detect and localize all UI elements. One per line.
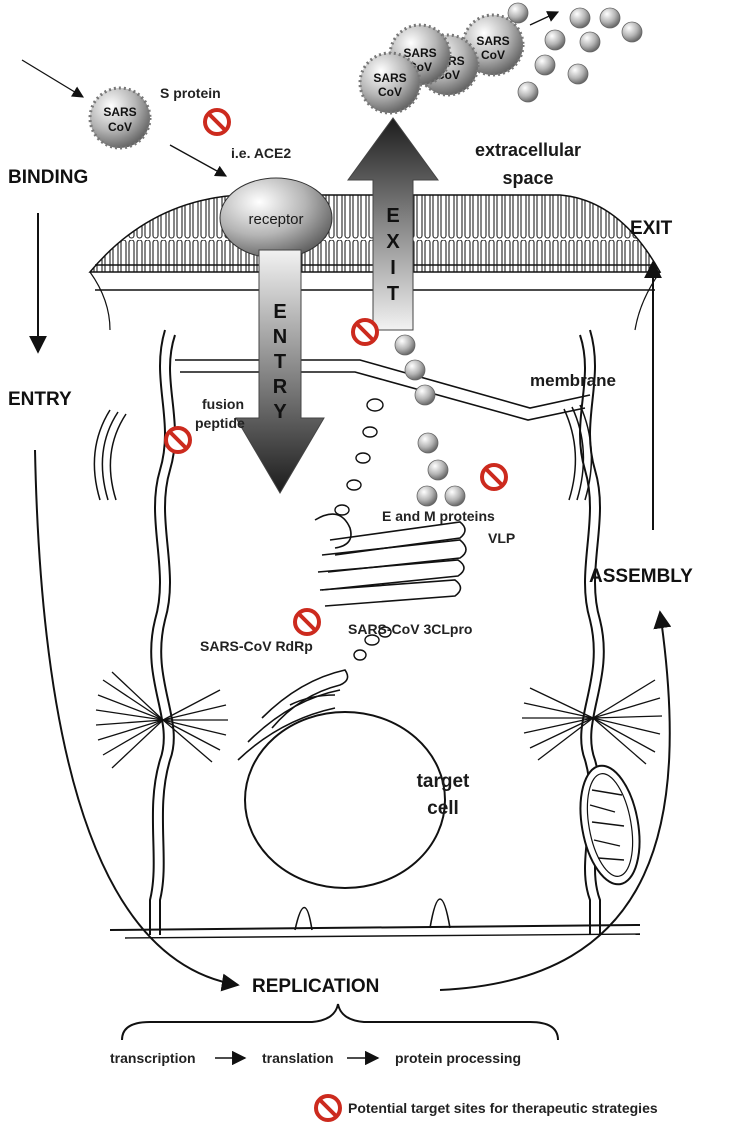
stage-assembly: ASSEMBLY <box>589 566 693 587</box>
stage-exit: EXIT <box>630 218 673 239</box>
no-symbol-icon <box>480 463 508 491</box>
target-cell-label: target <box>417 771 470 792</box>
em-proteins-label: E and M proteins <box>382 508 495 524</box>
no-symbol-icon <box>203 108 231 136</box>
released-particles <box>507 2 643 103</box>
stage-binding: BINDING <box>8 167 88 188</box>
receptor-label: receptor <box>248 211 303 228</box>
incoming-arrow <box>21 59 85 98</box>
junction-right <box>522 679 663 765</box>
legend-text: Potential target sites for therapeutic s… <box>348 1100 658 1116</box>
entry-letter: N <box>273 326 287 348</box>
rdrp-label: SARS-CoV RdRp <box>200 638 313 654</box>
s-protein-label: S protein <box>160 85 221 101</box>
entry-letter: T <box>274 351 286 373</box>
golgi-stack <box>314 513 467 607</box>
virion-label: SARS <box>373 71 406 85</box>
binding-arrow <box>169 144 228 177</box>
3clpro-label: SARS-CoV 3CLpro <box>348 621 472 637</box>
exit-letter: I <box>390 257 396 279</box>
entry-letter: E <box>273 301 286 323</box>
step-protein-processing: protein processing <box>395 1050 521 1066</box>
step-transcription: transcription <box>110 1050 196 1066</box>
virion-label: SARS <box>403 46 436 60</box>
virion-label: CoV <box>378 85 402 99</box>
no-symbol-icon <box>293 608 321 636</box>
receptor: receptor <box>219 177 333 259</box>
fusion-peptide-label: peptide <box>195 415 245 431</box>
organelle-left <box>93 409 127 501</box>
step-translation: translation <box>262 1050 334 1066</box>
entry-letter: R <box>273 376 288 398</box>
junction-left <box>95 671 228 769</box>
virion-label: SARS <box>103 105 136 119</box>
membrane-label: membrane <box>530 371 616 390</box>
fusion-peptide-label: fusion <box>202 396 244 412</box>
mitochondrion <box>579 764 641 886</box>
extracellular-label: space <box>502 168 553 188</box>
stage-replication: REPLICATION <box>252 976 379 997</box>
virion-label: CoV <box>481 48 505 62</box>
no-symbol-icon <box>164 426 192 454</box>
organelle-right <box>563 404 593 501</box>
no-symbol-icon <box>351 318 379 346</box>
virion-label: CoV <box>108 120 132 134</box>
replication-to-assembly-arrow <box>439 610 672 991</box>
rough-er <box>237 669 349 761</box>
target-cell-label: cell <box>427 798 459 819</box>
legend: Potential target sites for therapeutic s… <box>314 1094 658 1122</box>
virion-label: SARS <box>476 34 509 48</box>
exit-letter: X <box>386 231 400 253</box>
incoming-virion: SARS CoV <box>88 86 152 150</box>
entry-arrow: E N T R Y <box>235 249 325 494</box>
vesicles <box>334 398 392 661</box>
extracellular-label: extracellular <box>475 140 581 160</box>
stage-entry: ENTRY <box>8 389 72 410</box>
entry-to-replication-arrow <box>34 449 240 992</box>
exit-arrow: E X I T <box>347 117 439 331</box>
exiting-virions: SARS CoV SARS CoV SARS CoV SARS CoV <box>358 13 525 115</box>
replication-brace <box>121 1003 559 1041</box>
exit-letter: E <box>386 205 399 227</box>
assembling-particles <box>394 334 466 507</box>
release-arrow <box>529 11 560 26</box>
vlp-label: VLP <box>488 530 515 546</box>
nucleus <box>244 711 446 889</box>
ace2-label: i.e. ACE2 <box>231 145 291 161</box>
entry-letter: Y <box>273 401 287 423</box>
exit-letter: T <box>387 283 399 305</box>
no-symbol-icon <box>314 1094 342 1122</box>
